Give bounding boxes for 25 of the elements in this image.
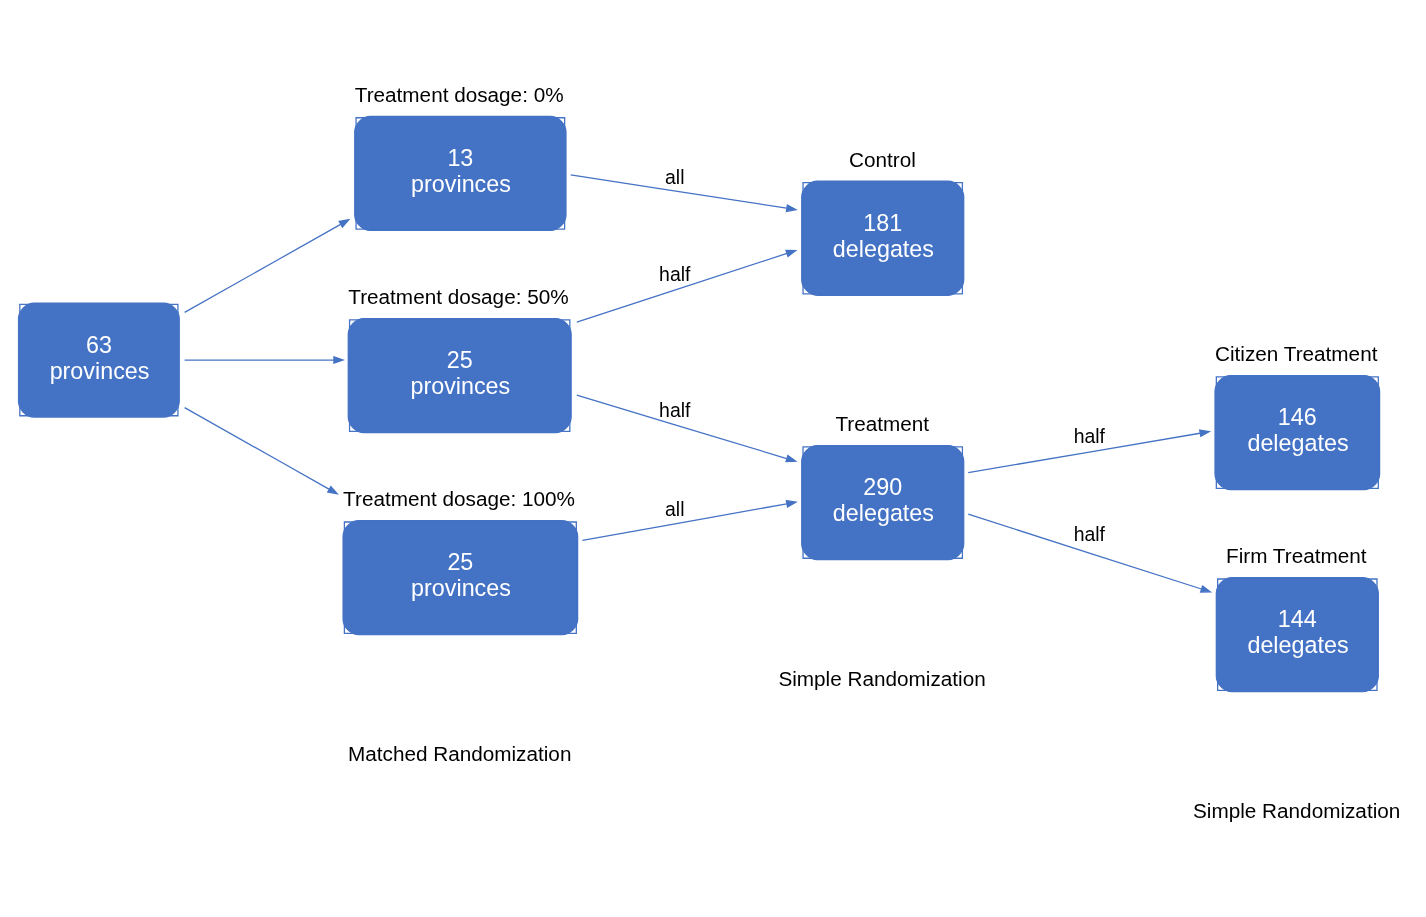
node-label: Treatment bbox=[835, 412, 930, 436]
arrow bbox=[581, 499, 798, 542]
label: Simple Randomization bbox=[778, 667, 986, 691]
node-label: Treatment dosage: 100% bbox=[343, 487, 575, 511]
label: Matched Randomization bbox=[347, 742, 572, 766]
arrow bbox=[184, 407, 339, 495]
arrow bbox=[576, 394, 798, 463]
node-label: Treatment dosage: 50% bbox=[348, 285, 569, 309]
arrow bbox=[184, 355, 345, 365]
edge-label: half bbox=[659, 399, 691, 422]
edge-label: all bbox=[665, 497, 685, 520]
arrow bbox=[184, 218, 351, 314]
node-label: Citizen Treatment bbox=[1215, 342, 1378, 366]
edge-label: all bbox=[665, 165, 685, 188]
node-label: Treatment dosage: 0% bbox=[354, 82, 564, 106]
arrow bbox=[967, 513, 1213, 593]
edge-label: half bbox=[659, 263, 691, 285]
label: Simple Randomization bbox=[1193, 799, 1401, 823]
edge-label: half bbox=[1073, 523, 1106, 546]
arrow bbox=[576, 249, 798, 323]
arrow bbox=[570, 174, 798, 213]
arrow bbox=[967, 429, 1212, 474]
node-label: Control bbox=[849, 147, 916, 171]
edge-label: half bbox=[1073, 424, 1106, 447]
node-label: Firm Treatment bbox=[1226, 544, 1367, 568]
